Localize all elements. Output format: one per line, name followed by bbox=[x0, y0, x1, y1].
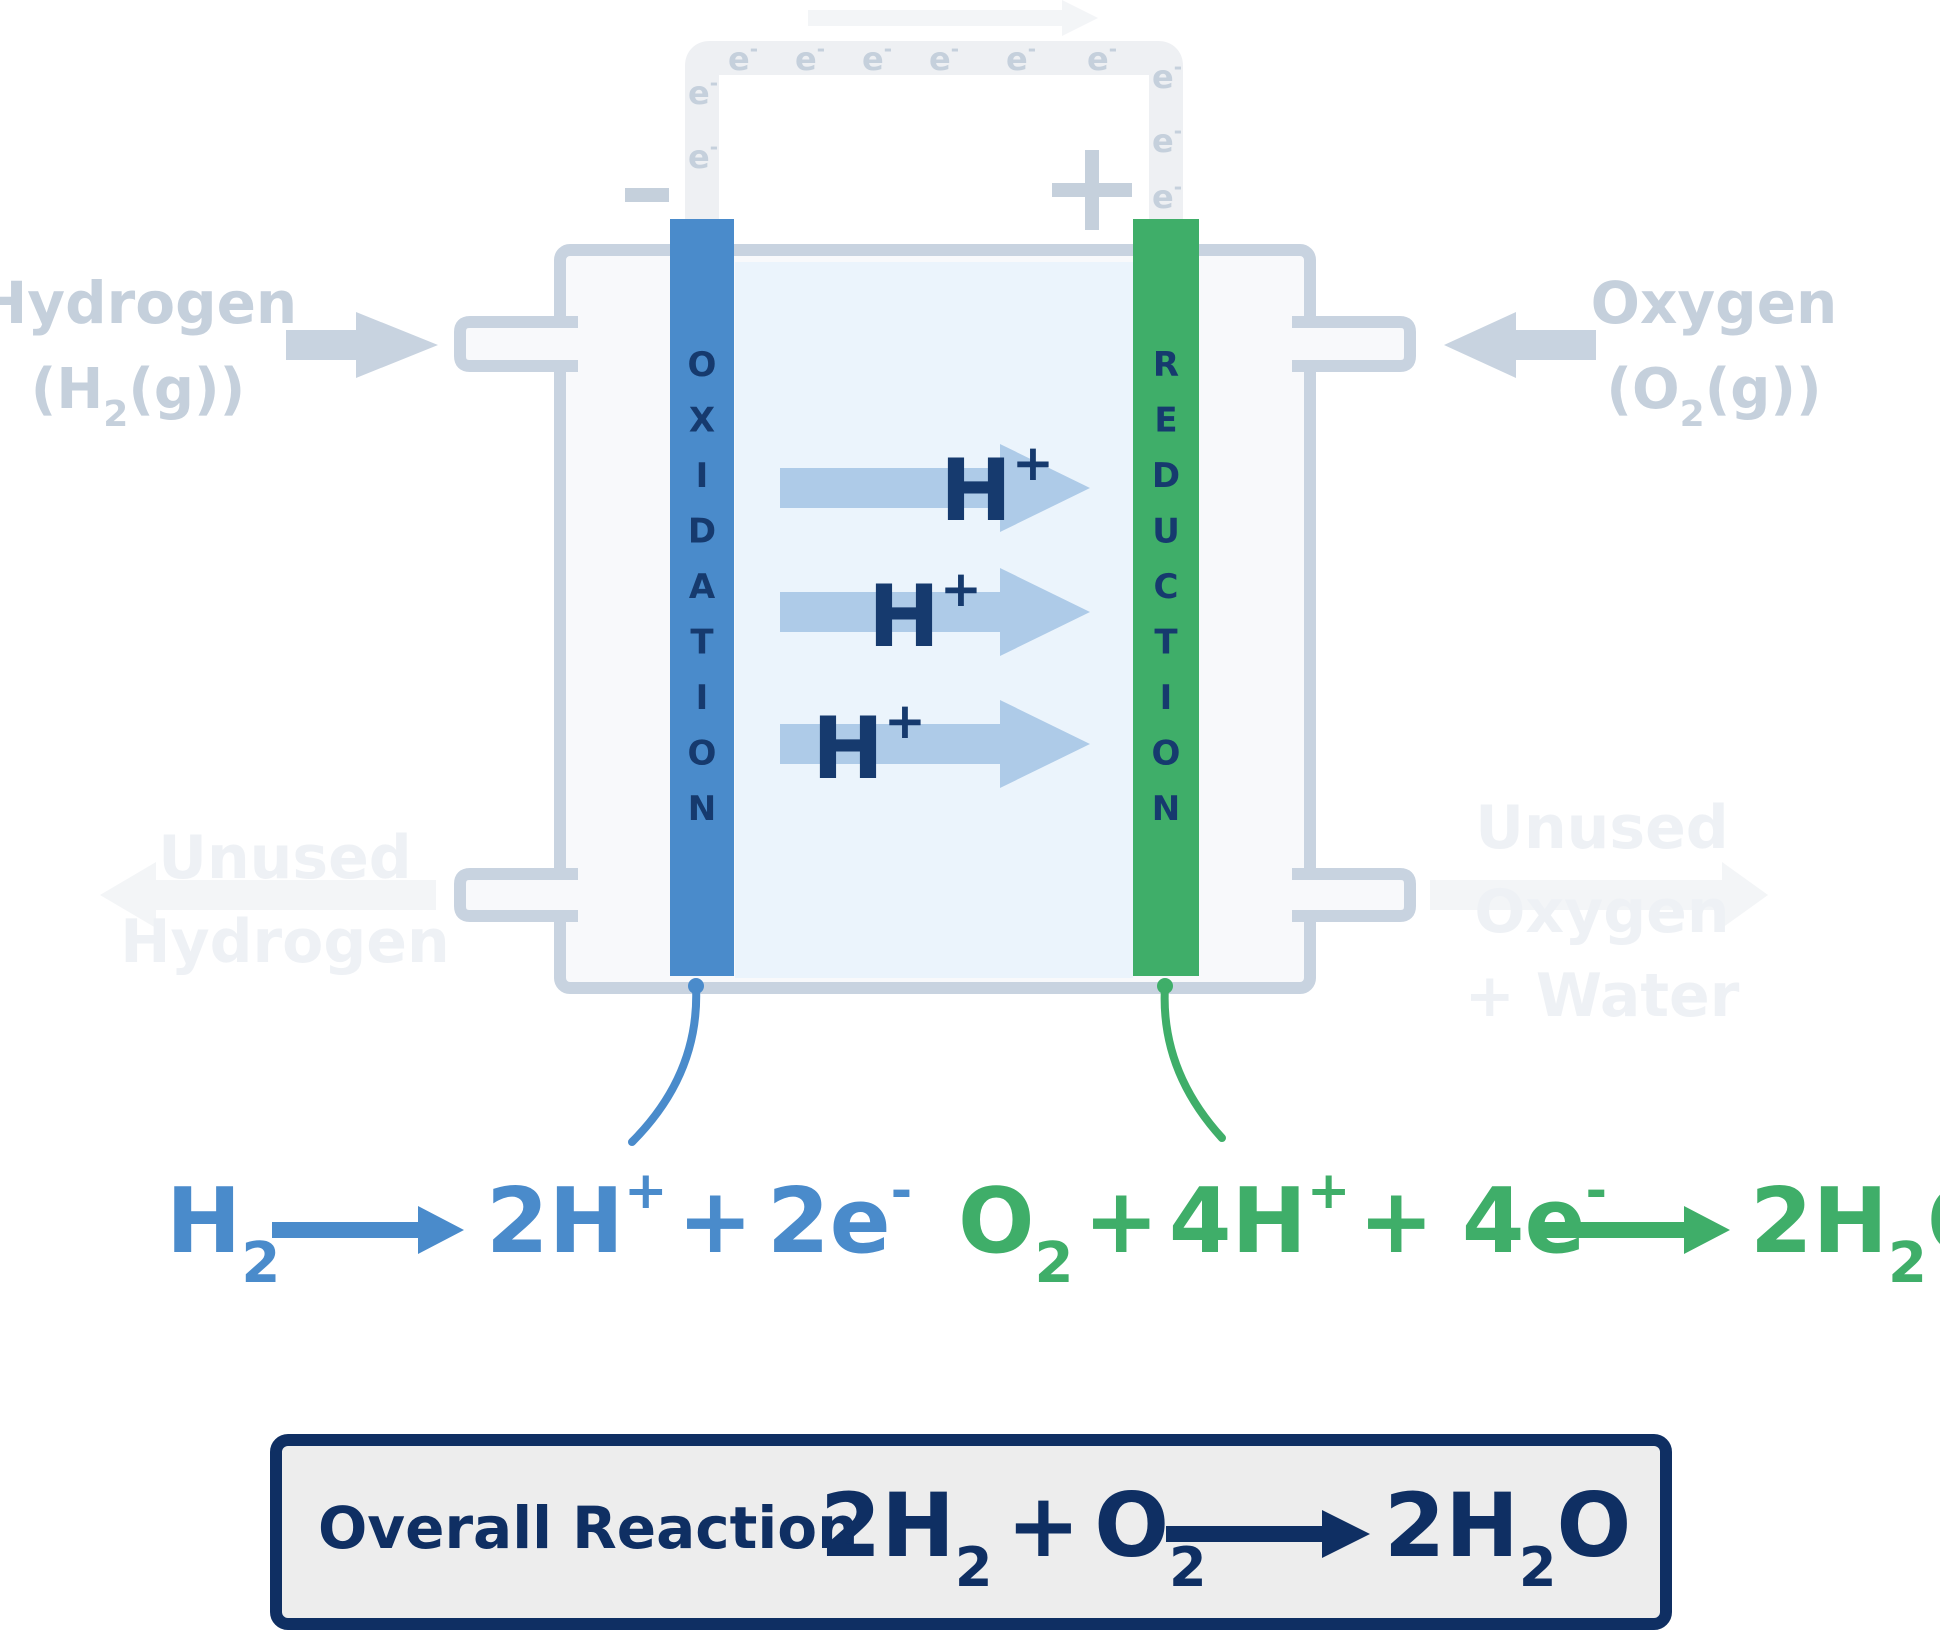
electrode-label-letter: T bbox=[690, 623, 714, 663]
overall-reactants: 2H2+O2 bbox=[820, 1474, 1207, 1599]
electron-label: e- bbox=[1152, 119, 1182, 160]
hydrogen-inlet-pipe bbox=[454, 316, 578, 372]
electrode-label-letter: U bbox=[1152, 512, 1180, 552]
unused-hydrogen-arrow bbox=[100, 862, 436, 928]
proton-label: H+ bbox=[868, 560, 982, 667]
electrode-label-letter: I bbox=[696, 678, 709, 718]
unused-oxygen-line-3: + Water bbox=[1465, 961, 1740, 1031]
proton-arrow bbox=[780, 568, 1090, 656]
electrode-label-letter: E bbox=[1154, 401, 1177, 441]
electron-label: e- bbox=[1006, 37, 1036, 78]
electron-label: e- bbox=[688, 71, 718, 112]
negative-terminal-sign bbox=[625, 188, 669, 202]
proton-arrow bbox=[780, 444, 1090, 532]
proton-label: H+ bbox=[940, 434, 1054, 541]
electron-labels: e-e-e-e-e-e-e-e-e-e-e- bbox=[688, 37, 1182, 216]
electron-label: e- bbox=[929, 37, 959, 78]
electron-label: e- bbox=[1152, 55, 1182, 96]
oxidation-leader bbox=[628, 978, 704, 1146]
electrode-label-letter: O bbox=[688, 345, 717, 385]
unused-hydrogen-line-2: Hydrogen bbox=[120, 907, 449, 977]
external-circuit bbox=[685, 0, 1183, 230]
electrode-label-letter: A bbox=[689, 567, 716, 607]
overall-product: 2H2O bbox=[1384, 1474, 1631, 1599]
overall-reaction-arrow bbox=[1166, 1510, 1370, 1558]
reduction-product: 2H2O bbox=[1750, 1169, 1940, 1296]
oxygen-label: Oxygen bbox=[1591, 269, 1838, 337]
electrode-label-letter: I bbox=[696, 456, 709, 496]
electrode-label-letter: R bbox=[1153, 345, 1179, 385]
proton-label: H+ bbox=[812, 692, 926, 799]
positive-terminal-sign bbox=[1052, 150, 1132, 230]
proton-arrow bbox=[780, 700, 1090, 788]
electron-label: e- bbox=[1087, 37, 1117, 78]
unused-oxygen-line-2: Oxygen bbox=[1474, 877, 1729, 947]
cathode bbox=[1133, 219, 1199, 976]
electrode-label-letter: T bbox=[1154, 623, 1178, 663]
hydrogen-label: Hydrogen bbox=[0, 269, 297, 337]
reduction-reactants: O2+4H++4e- bbox=[958, 1161, 1607, 1296]
electrode-label-letter: O bbox=[1152, 734, 1181, 774]
oxygen-outlet-pipe bbox=[1292, 868, 1416, 922]
electrode-label-letter: I bbox=[1160, 678, 1173, 718]
oxidation-reactant: H2 bbox=[166, 1169, 280, 1296]
anode bbox=[670, 219, 734, 976]
electrode-label-letter: D bbox=[1152, 456, 1180, 496]
overall-reaction-box: Overall Reaction 2H2+O2 2H2O bbox=[270, 1434, 1672, 1630]
electrode-label-letter: O bbox=[688, 734, 717, 774]
electrode-label-letter: X bbox=[689, 401, 715, 441]
oxidation-reaction-arrow bbox=[272, 1206, 464, 1254]
electron-flow-arrow bbox=[808, 0, 1098, 36]
unused-hydrogen-line-1: Unused bbox=[158, 823, 412, 893]
hydrogen-formula: (H2(g)) bbox=[31, 357, 245, 435]
electrode-label-letter: N bbox=[1152, 789, 1180, 829]
overall-reaction-label: Overall Reaction bbox=[318, 1494, 858, 1562]
oxidation-half-reaction: H2 2H++2e- bbox=[166, 1161, 912, 1296]
electrode-label-letter: N bbox=[688, 789, 716, 829]
reduction-half-reaction: O2+4H++4e- 2H2O bbox=[958, 1161, 1940, 1296]
reduction-leader bbox=[1157, 978, 1226, 1142]
unused-oxygen-arrow bbox=[1430, 862, 1768, 928]
hydrogen-outlet-pipe bbox=[454, 868, 578, 922]
electron-label: e- bbox=[795, 37, 825, 78]
oxygen-input-arrow bbox=[1444, 312, 1596, 378]
electron-label: e- bbox=[728, 37, 758, 78]
electron-label: e- bbox=[688, 135, 718, 176]
hydrogen-input-arrow bbox=[286, 312, 438, 378]
oxygen-formula: (O2(g)) bbox=[1606, 357, 1821, 435]
electron-label: e- bbox=[862, 37, 892, 78]
oxidation-products: 2H++2e- bbox=[486, 1161, 912, 1274]
reduction-reaction-arrow bbox=[1538, 1206, 1730, 1254]
electron-label: e- bbox=[1152, 175, 1182, 216]
proton-flow: H+ H+ H+ bbox=[780, 434, 1090, 799]
oxygen-inlet-pipe bbox=[1292, 316, 1416, 372]
electrode-label-letter: D bbox=[688, 512, 716, 552]
electrode-label-letter: C bbox=[1154, 567, 1179, 607]
unused-oxygen-line-1: Unused bbox=[1475, 793, 1729, 863]
